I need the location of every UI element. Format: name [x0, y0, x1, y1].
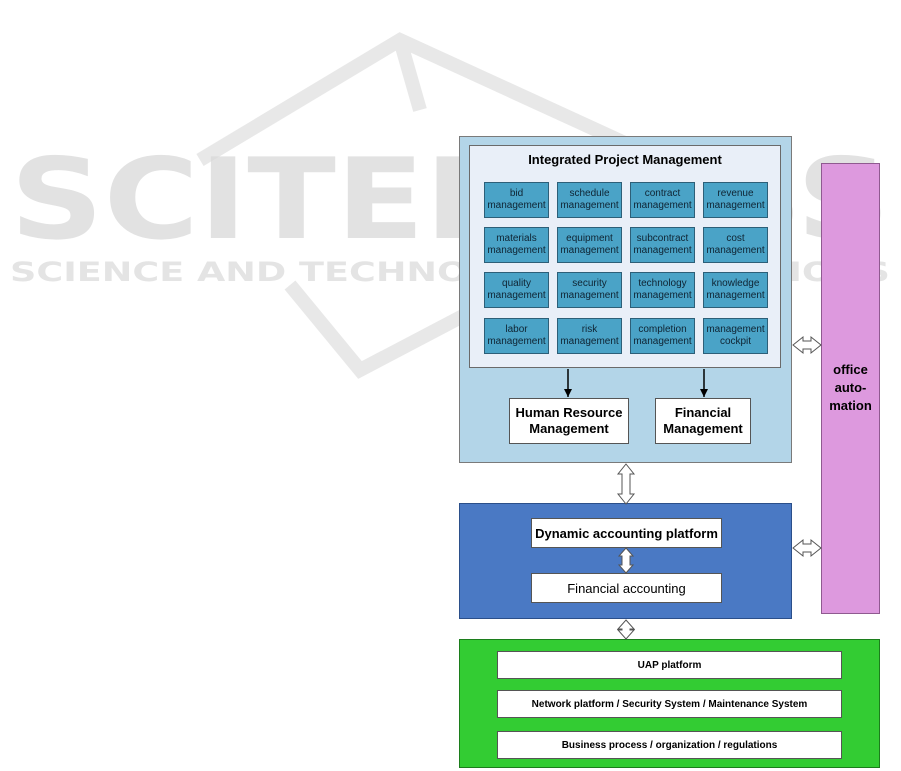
- module-contract-management: contract management: [630, 182, 695, 218]
- module-risk-management: risk management: [557, 318, 622, 354]
- financial-management-box: Financial Management: [655, 398, 751, 444]
- network-security-maintenance-box: Network platform / Security System / Mai…: [497, 690, 842, 718]
- module-equipment-management: equipment management: [557, 227, 622, 263]
- module-materials-management: materials management: [484, 227, 549, 263]
- office-automation-panel: [821, 163, 880, 614]
- module-labor-management: labor management: [484, 318, 549, 354]
- dynamic-accounting-platform-box: Dynamic accounting platform: [531, 518, 722, 548]
- office-automation-label: office auto- mation: [829, 362, 872, 413]
- human-resource-management-box: Human Resource Management: [509, 398, 629, 444]
- module-quality-management: quality management: [484, 272, 549, 308]
- module-completion-management: completion management: [630, 318, 695, 354]
- module-schedule-management: schedule management: [557, 182, 622, 218]
- module-knowledge-management: knowledge management: [703, 272, 768, 308]
- module-revenue-management: revenue management: [703, 182, 768, 218]
- uap-platform-box: UAP platform: [497, 651, 842, 679]
- business-process-box: Business process / organization / regula…: [497, 731, 842, 759]
- module-subcontract-management: subcontract management: [630, 227, 695, 263]
- ipm-title: Integrated Project Management: [528, 152, 722, 167]
- module-security-management: security management: [557, 272, 622, 308]
- module-cost-management: cost management: [703, 227, 768, 263]
- financial-accounting-box: Financial accounting: [531, 573, 722, 603]
- module-technology-management: technology management: [630, 272, 695, 308]
- module-management-cockpit: management cockpit: [703, 318, 768, 354]
- module-bid-management: bid management: [484, 182, 549, 218]
